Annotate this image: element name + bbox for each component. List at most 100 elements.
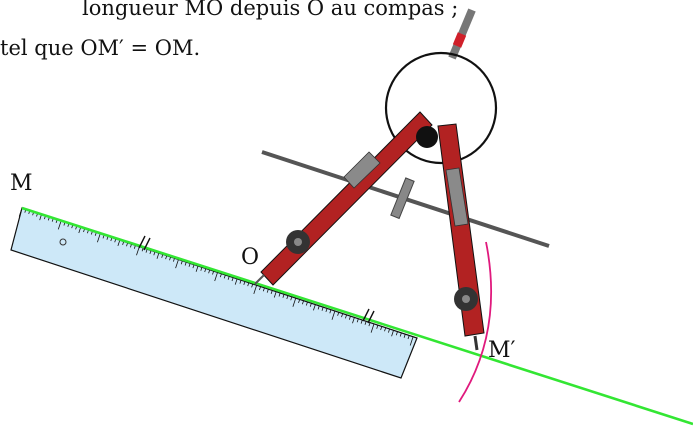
ruler-tick [234, 278, 238, 285]
ruler-tick [161, 254, 164, 258]
ruler-tick [169, 256, 171, 261]
ruler-tick [110, 237, 113, 242]
ruler-tick [208, 269, 211, 274]
label-M: M [10, 171, 33, 196]
compass-head-ring [384, 51, 498, 165]
ruler-tick [188, 263, 191, 267]
ruler-hole [59, 238, 67, 246]
ruler-tick [78, 227, 82, 234]
ruler-tick [243, 281, 246, 286]
ruler-tick [370, 323, 375, 333]
ruler-tick [239, 280, 242, 284]
ruler-tick [173, 258, 175, 262]
ruler-tick [329, 309, 332, 314]
compass-icon[interactable] [254, 8, 550, 351]
ruler-tick [399, 332, 402, 337]
ruler-tick [114, 238, 117, 243]
ruler-tick [352, 317, 355, 324]
ruler-tick [360, 320, 363, 324]
ruler-tick [325, 308, 328, 313]
ruler-tick [409, 336, 414, 346]
ruler-tick [165, 255, 168, 260]
ruler-tick [184, 262, 187, 266]
equal-length-marks [138, 235, 375, 324]
compass-arc [458, 241, 493, 403]
ruler-tick [407, 335, 410, 340]
ruler-tick [192, 264, 195, 269]
ruler-tick [278, 292, 281, 297]
ruler-tick [384, 327, 386, 332]
ruler-tick [376, 325, 379, 329]
ruler-tick [153, 251, 156, 256]
ruler-tick [130, 243, 132, 248]
ruler-tick [292, 298, 297, 307]
right-arm-grip [445, 167, 469, 227]
ruler-tick [136, 246, 140, 256]
ruler-tick [391, 330, 394, 337]
ruler-tick [175, 259, 179, 269]
ruler-tick [348, 316, 351, 320]
ruler-tick [302, 300, 304, 305]
ruler-tick [331, 311, 336, 320]
ruler-tick [145, 249, 148, 253]
ruler-tick [395, 331, 398, 336]
compass-pencil-lead [473, 335, 479, 351]
ruler-tick [259, 286, 261, 291]
ruler-tick [200, 267, 203, 271]
label-O: O [241, 245, 259, 270]
ruler-tick [337, 312, 340, 316]
compass-hinge [416, 126, 438, 148]
ruler-tick [97, 233, 101, 243]
ruler-tick [262, 287, 265, 292]
ruler-tick [251, 283, 254, 288]
ruler-tick [117, 240, 121, 247]
ruler-tick [126, 242, 128, 247]
compass-handle-band [452, 32, 467, 48]
ruler-tick [305, 302, 308, 306]
ruler-tick [388, 329, 390, 333]
ruler-tick [341, 313, 343, 318]
ruler-tick [290, 296, 293, 301]
ruler-tick [253, 285, 257, 295]
ruler-tick [368, 322, 371, 327]
ruler-tick [195, 265, 199, 272]
ruler-tick [214, 272, 218, 282]
instruction-line-2: tel que OM′ = OM. [0, 36, 200, 60]
compass-needle [254, 274, 265, 285]
ruler-tick [156, 253, 160, 259]
ruler-tick [204, 268, 207, 273]
left-arm-grip [343, 151, 381, 189]
crossbar-screw [390, 177, 415, 220]
ruler-tick [266, 289, 269, 293]
ruler-tick [270, 290, 273, 295]
ruler-tick [212, 271, 214, 275]
ruler-tick [247, 282, 250, 287]
ruler-tick [313, 304, 316, 311]
ruler-tick [231, 277, 234, 282]
ruler-tick [345, 314, 347, 319]
ruler-tick [133, 245, 136, 249]
ruler-tick [227, 276, 230, 280]
line-MO [21, 206, 693, 426]
ruler-tick [219, 273, 222, 278]
ruler-tick [18, 207, 23, 217]
ruler-tick [321, 307, 324, 311]
ruler-tick [180, 260, 183, 265]
ruler-tick [282, 294, 285, 298]
ruler-tick [309, 303, 312, 307]
instruction-line-1: longueur MO depuis O au compas ; [82, 0, 458, 20]
ruler-tick [273, 291, 277, 298]
ruler-tick [317, 305, 320, 310]
ruler-tick [286, 295, 289, 300]
ruler-tick [298, 299, 300, 304]
label-M-prime: M′ [488, 338, 516, 363]
ruler-tick [380, 326, 383, 331]
ruler-tick [223, 274, 226, 279]
ruler-tick [57, 220, 62, 230]
ruler-tick [149, 250, 152, 255]
ruler-body [10, 207, 418, 379]
ruler-tick [141, 247, 144, 252]
ruler-icon[interactable] [10, 207, 418, 379]
ruler-tick [364, 321, 367, 325]
